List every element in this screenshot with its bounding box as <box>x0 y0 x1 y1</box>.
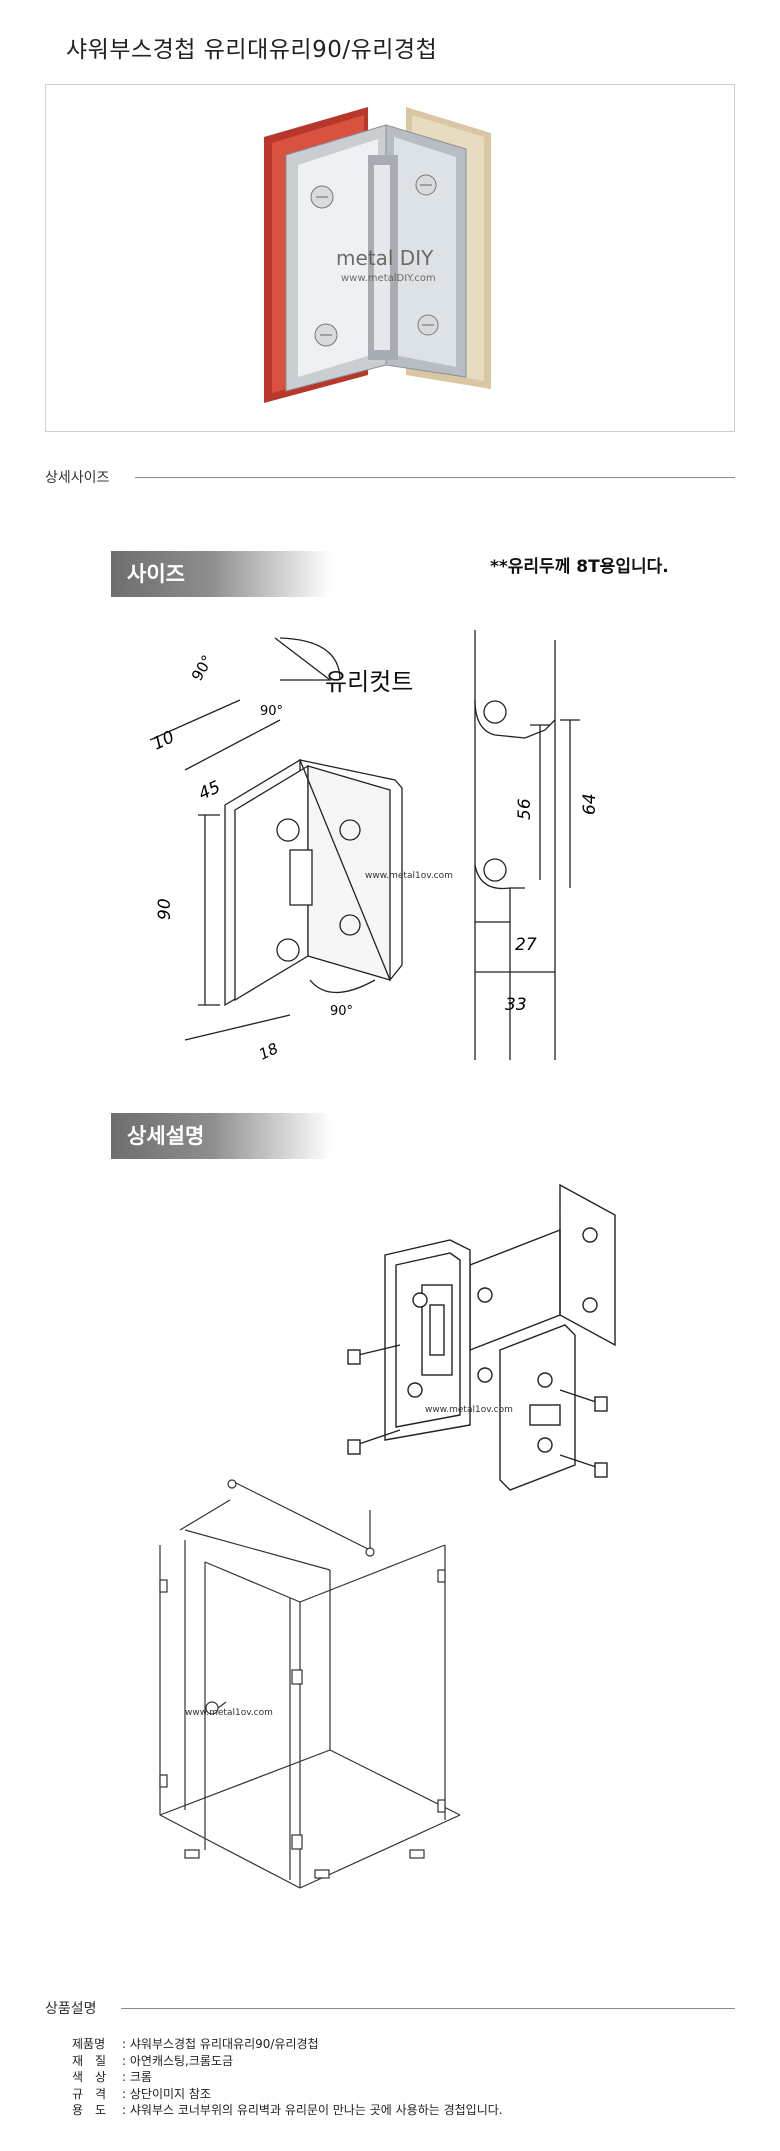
spec-row: 용 도: 샤워부스 코너부위의 유리벽과 유리문이 만나는 곳에 사용하는 경첩… <box>72 2103 503 2117</box>
section-divider <box>135 477 735 478</box>
section-label-size-detail: 상세사이즈 <box>45 470 110 486</box>
dim-64: 64 <box>580 793 600 815</box>
dim-56: 56 <box>515 798 535 820</box>
dim-45: 45 <box>196 777 224 804</box>
section-label-product-desc: 상품설명 <box>45 2001 97 2017</box>
spec-row: 제품명: 샤워부스경첩 유리대유리90/유리경첩 <box>72 2037 319 2051</box>
dim-10: 10 <box>150 727 178 754</box>
product-photo-frame: metal DIY www.metalDIY.com <box>45 84 735 432</box>
watermark-url: www.metalDIY.com <box>341 273 436 284</box>
glass-cut-label: 유리컷트 <box>325 668 413 696</box>
exploded-hinge-diagram: www.metal1ov.com <box>347 1183 616 1491</box>
dim-27: 27 <box>515 935 537 955</box>
spec-row: 색 상: 크롬 <box>72 2070 152 2084</box>
spec-list: 제품명: 샤워부스경첩 유리대유리90/유리경첩 재 질: 아연캐스팅,크롬도금… <box>72 2036 503 2119</box>
size-diagram: 90° 90° 유리컷트 10 45 90 18 90° 56 64 27 33… <box>150 630 600 1064</box>
dim-angle-top: 90° <box>188 652 217 684</box>
shower-booth-diagram: www.metal1ov.com <box>159 1479 461 1889</box>
page-title: 샤워부스경첩 유리대유리90/유리경첩 <box>66 37 438 63</box>
section-divider <box>121 2008 735 2009</box>
glass-thickness-note: **유리두께 8T용입니다. <box>490 557 669 577</box>
spec-row: 재 질: 아연캐스팅,크롬도금 <box>72 2053 234 2068</box>
dim-90: 90 <box>155 898 175 920</box>
watermark-brand: metal DIY <box>336 246 434 270</box>
tag-detail: 상세설명 <box>111 1113 331 1159</box>
exploded-watermark: www.metal1ov.com <box>425 1405 513 1415</box>
hinge-photo: metal DIY www.metalDIY.com <box>264 107 491 403</box>
dim-18: 18 <box>256 1039 281 1063</box>
dim-angle-top2: 90° <box>260 704 283 719</box>
spec-row: 규 격: 상단이미지 참조 <box>72 2086 211 2101</box>
tag-size: 사이즈 <box>111 551 331 597</box>
diagram-watermark: www.metal1ov.com <box>365 871 453 881</box>
dim-angle-bottom: 90° <box>330 1004 353 1019</box>
dim-33: 33 <box>505 995 527 1015</box>
booth-watermark: www.metal1ov.com <box>185 1708 273 1718</box>
